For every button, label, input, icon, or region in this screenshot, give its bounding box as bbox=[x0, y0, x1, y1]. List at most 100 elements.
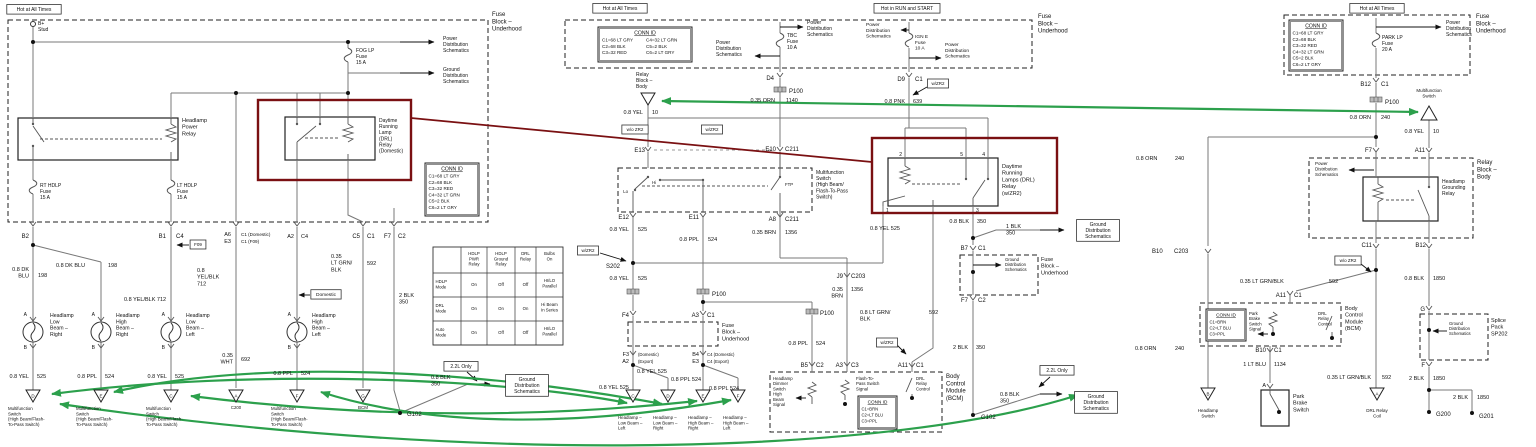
wire-path-left bbox=[32, 27, 488, 414]
pin-c2r: C2 bbox=[978, 298, 986, 304]
connector-mark bbox=[293, 316, 301, 322]
connector-symbols bbox=[29, 40, 1474, 417]
drl-relay-zr2-box bbox=[887, 157, 999, 207]
connector-mark bbox=[293, 221, 301, 227]
connector-mark bbox=[969, 295, 977, 301]
pin-f7-left: F7 bbox=[384, 234, 392, 240]
connector-mark bbox=[969, 245, 977, 251]
pin-c211b: C211 bbox=[785, 217, 800, 223]
connector-mark bbox=[390, 221, 398, 227]
wire-orn240-b: 240 bbox=[1381, 115, 1390, 121]
ref-triangle-g-left-letter: G bbox=[361, 394, 365, 399]
wire-2blk-350rb: 350 bbox=[976, 345, 985, 351]
conn-id-bcm-right-line: C1=BRN bbox=[1210, 320, 1227, 325]
gnd-dist-box1-label-box bbox=[1076, 219, 1120, 242]
pin-b5: B5 bbox=[801, 363, 809, 369]
tbc-fuse-icon bbox=[775, 32, 785, 48]
wire-orn240-3a: 0.8 ORN bbox=[1135, 346, 1156, 352]
wire-yel525-l1b: 525 bbox=[37, 374, 46, 380]
wire-wht-b: 692 bbox=[241, 357, 250, 363]
conn-id-mid-line: C2=68 BLK bbox=[602, 44, 627, 49]
conn-id-bcm-right-line: C3=PPL bbox=[1210, 331, 1226, 336]
only-22l-right: 2.2L Only bbox=[1046, 368, 1068, 374]
wire-orn240-a: 0.8 ORN bbox=[1350, 115, 1371, 121]
pin-4r: 4 bbox=[982, 152, 985, 158]
connector-mark bbox=[1425, 305, 1433, 311]
wo-zr2-mid-box bbox=[621, 124, 649, 135]
ref-triangle-e-left-letter: E bbox=[99, 394, 102, 399]
conn-id-right-line: C1=68 LT GRY bbox=[1293, 31, 1324, 36]
hot-run-start: Hot in RUN and START bbox=[881, 6, 933, 12]
wire-brn-1356d: 1356 bbox=[851, 287, 863, 293]
wire-592-r2a: 0.35 LT GRN/BLK bbox=[1327, 375, 1371, 381]
bplus-stud-icon bbox=[30, 21, 36, 27]
wire-yel525-l2a: 0.8 YEL bbox=[148, 374, 167, 380]
pin-f7m: F7 bbox=[961, 298, 969, 304]
wire-yel10-mid-a: 0.8 YEL bbox=[624, 110, 643, 116]
mode-table-cell: Off bbox=[523, 282, 529, 287]
wire-yelblk-1: 0.8 YEL/BLK 712 bbox=[124, 297, 166, 303]
only-22l-left-box bbox=[443, 361, 479, 372]
wire-2blk-350ra: 2 BLK bbox=[953, 345, 968, 351]
connector-mark bbox=[644, 146, 652, 152]
wire-ppl524-m1b: 524 bbox=[708, 237, 717, 243]
pin-b-lamp2: B bbox=[92, 345, 96, 351]
conn-id-bcm-mid-title: CONN ID bbox=[868, 400, 888, 405]
green-arrow-d bbox=[113, 370, 663, 407]
wire-2blk1850-a2: 1850 bbox=[1433, 376, 1445, 382]
connector-mark bbox=[905, 72, 913, 78]
hot-at-all-times-left: Hot at All Times bbox=[17, 7, 52, 13]
connector-mark bbox=[167, 221, 175, 227]
fuse-block-underhood-right-box bbox=[1283, 14, 1471, 76]
wire-yel525-l2b: 525 bbox=[175, 374, 184, 380]
connector-mark bbox=[1266, 383, 1274, 389]
mode-table-cell: On bbox=[498, 306, 504, 311]
w-zr2-ign: w/ZR2 bbox=[931, 81, 944, 86]
ref-triangle-c-mid bbox=[625, 389, 641, 403]
fuse-block-underhood-left-box bbox=[7, 19, 489, 223]
conn-id-left-line: C4=32 LT GRN bbox=[429, 192, 460, 197]
fuse-block-mid-small-box bbox=[627, 321, 719, 347]
connector-mark bbox=[1425, 147, 1433, 153]
pin-c1r: C1 bbox=[978, 246, 986, 252]
pin-2: 2 bbox=[899, 152, 902, 158]
lamps bbox=[22, 21, 308, 343]
connector-mark bbox=[1266, 347, 1274, 353]
wire-path-right bbox=[1207, 18, 1473, 411]
wire-ltgrnblk-m: 0.8 LT GRN/BLK bbox=[860, 310, 891, 323]
ref-triangle-a-left-letter: A bbox=[234, 394, 237, 399]
conn-id-left-title: CONN ID bbox=[441, 167, 463, 173]
junction-dot bbox=[631, 363, 635, 367]
wire-blk1850-a: 0.8 BLK bbox=[1404, 276, 1424, 282]
junction-dot bbox=[843, 402, 847, 406]
wire-yel525-m6: 0.8 YEL 525 bbox=[870, 226, 900, 232]
fuse-block-right-small-box bbox=[959, 254, 1039, 296]
lamp-low-beam-right bbox=[22, 321, 44, 343]
connector-mark bbox=[97, 316, 105, 322]
w-zr2-s202: w/ZR2 bbox=[581, 248, 594, 253]
wire-yel10-mid-b: 10 bbox=[652, 110, 658, 116]
junction-dot bbox=[971, 413, 975, 417]
connector-mark bbox=[1372, 77, 1380, 83]
pin-c1-ign: C1 bbox=[915, 77, 923, 83]
pin-a3c3-b: C3 bbox=[851, 363, 859, 369]
ref-triangle-d-mid bbox=[660, 389, 676, 403]
